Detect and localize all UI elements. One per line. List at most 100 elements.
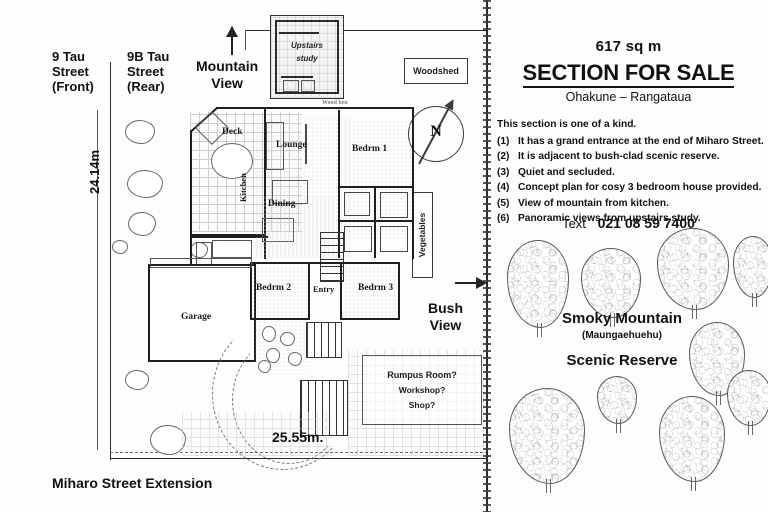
mountain-view-label: Mountain View bbox=[196, 58, 258, 92]
workshop-label: Workshop? bbox=[398, 385, 446, 395]
lower-wall-top bbox=[250, 262, 400, 264]
feature-intro: This section is one of a kind. bbox=[497, 119, 637, 130]
bath-wall bbox=[338, 220, 414, 222]
tree-icon bbox=[733, 236, 768, 307]
tree-icon bbox=[507, 240, 569, 337]
inset-furniture bbox=[301, 80, 315, 92]
entry-wall-left bbox=[308, 262, 310, 320]
deck-wall-bottom bbox=[190, 234, 266, 236]
room-label-bedrm3: Bedrm 3 bbox=[358, 283, 394, 293]
inset-wall bbox=[279, 32, 319, 34]
bath-fixture bbox=[344, 226, 372, 252]
shrub bbox=[112, 240, 128, 254]
rumpus-room-box: Rumpus Room? Workshop? Shop? bbox=[362, 355, 482, 425]
mountain-name-label: Smoky Mountain bbox=[561, 310, 682, 327]
street-label-front: 9 Tau Street (Front) bbox=[52, 49, 94, 95]
room-label-lounge: Lounge bbox=[276, 140, 307, 150]
inset-wall bbox=[337, 20, 339, 94]
tree-trunk bbox=[609, 313, 615, 327]
tree-canopy bbox=[581, 248, 641, 318]
tree-icon bbox=[509, 388, 585, 493]
feature-text: It has a grand entrance at the end of Mi… bbox=[518, 135, 764, 147]
feature-number: (2) bbox=[497, 151, 510, 162]
dimension-line-depth bbox=[97, 110, 98, 450]
bedrm3-wall-bottom bbox=[342, 318, 400, 320]
bush-view-label: Bush View bbox=[428, 300, 463, 334]
wood-box-label: Wood box bbox=[322, 100, 348, 106]
inset-wall bbox=[275, 92, 339, 94]
tree-canopy bbox=[509, 388, 585, 484]
info-panel: 617 sq m SECTION FOR SALE Ohakune – Rang… bbox=[489, 0, 768, 512]
street-label-rear: 9B Tau Street (Rear) bbox=[127, 49, 169, 95]
contact-phone-number[interactable]: 021 08 59 7400 bbox=[597, 215, 695, 231]
tree-icon bbox=[581, 248, 641, 327]
mountain-view-line2: View bbox=[211, 74, 243, 91]
deck-wall-top bbox=[216, 107, 266, 109]
wc-fixture bbox=[380, 226, 408, 252]
upstairs-study-label: Upstairs study bbox=[271, 40, 343, 66]
kitchen-wall-top bbox=[190, 236, 268, 238]
frontage-grid bbox=[182, 412, 332, 456]
shop-label: Shop? bbox=[408, 400, 436, 410]
rumpus-label: Rumpus Room? bbox=[387, 370, 457, 380]
tree-canopy bbox=[507, 240, 569, 328]
bush-view-line1: Bush bbox=[428, 300, 463, 316]
bedrm2-floor bbox=[252, 266, 310, 318]
tree-icon bbox=[727, 370, 768, 435]
feature-list: This section is one of a kind. (1) It ha… bbox=[497, 117, 765, 227]
boundary-left bbox=[110, 62, 111, 460]
inset-wall bbox=[275, 20, 339, 22]
driveway-arc bbox=[232, 336, 346, 464]
tree-trunk bbox=[690, 477, 696, 491]
shower-fixture bbox=[380, 192, 408, 218]
mountain-view-arrow-icon bbox=[226, 26, 238, 55]
woodshed-box: Woodshed bbox=[404, 58, 468, 84]
section-area: 617 sq m bbox=[595, 38, 662, 55]
bedrm1-wall-bottom bbox=[338, 186, 414, 188]
headline: SECTION FOR SALE bbox=[489, 60, 768, 88]
bedrm3-floor bbox=[344, 266, 400, 318]
miharo-street-label: Miharo Street Extension bbox=[52, 475, 213, 491]
mountain-maori-label: (Maungaehuehu) bbox=[582, 330, 662, 341]
bedrm1-wall-left bbox=[338, 110, 340, 258]
tree-canopy bbox=[597, 376, 637, 424]
house-wall-top bbox=[264, 107, 414, 110]
location-subtitle: Ohakune – Rangataua bbox=[565, 90, 692, 104]
shrub bbox=[125, 120, 155, 144]
feature-number: (6) bbox=[497, 213, 510, 224]
tree-trunk bbox=[715, 391, 721, 405]
vegetables-label: Vegetables bbox=[417, 212, 428, 258]
room-label-garage: Garage bbox=[181, 312, 212, 322]
room-label-dining: Dining bbox=[268, 199, 296, 209]
bedrm1-floor bbox=[340, 120, 412, 238]
room-label-bedrm1: Bedrm 1 bbox=[352, 144, 388, 154]
bedrm3-wall-right bbox=[398, 262, 400, 320]
street-front-line1: 9 Tau bbox=[52, 49, 85, 64]
tree-trunk bbox=[691, 305, 697, 319]
lounge-partition bbox=[305, 124, 307, 164]
mountain-view-line1: Mountain bbox=[196, 58, 259, 74]
shrub bbox=[125, 370, 149, 390]
tree-icon bbox=[657, 228, 729, 319]
feature-item: (6) Panoramic views from upstairs study. bbox=[497, 211, 765, 227]
boundary-top-left-return bbox=[245, 30, 246, 50]
tree-icon bbox=[659, 396, 725, 491]
shrub bbox=[128, 212, 156, 236]
house-wall-right bbox=[412, 107, 415, 259]
compass-north-label: N bbox=[430, 123, 442, 140]
feature-number: (1) bbox=[497, 135, 510, 147]
site-plan-panel: Upstairs study Woodshed Vegetables N bbox=[0, 0, 487, 512]
feature-item: (4) Concept plan for cosy 3 bedroom hous… bbox=[497, 180, 765, 196]
vegetables-plot: Vegetables bbox=[412, 192, 433, 278]
shrub bbox=[150, 425, 186, 455]
tree-canopy bbox=[659, 396, 725, 482]
shrub bbox=[127, 170, 163, 198]
room-label-bedrm2: Bedrm 2 bbox=[256, 283, 292, 293]
boundary-top bbox=[245, 30, 488, 31]
tree-trunk bbox=[536, 323, 542, 337]
street-rear-line2: Street bbox=[127, 63, 164, 79]
inset-wall bbox=[281, 76, 313, 78]
feature-number: (3) bbox=[497, 166, 510, 178]
room-label-kitchen: Kitchen bbox=[238, 173, 248, 202]
